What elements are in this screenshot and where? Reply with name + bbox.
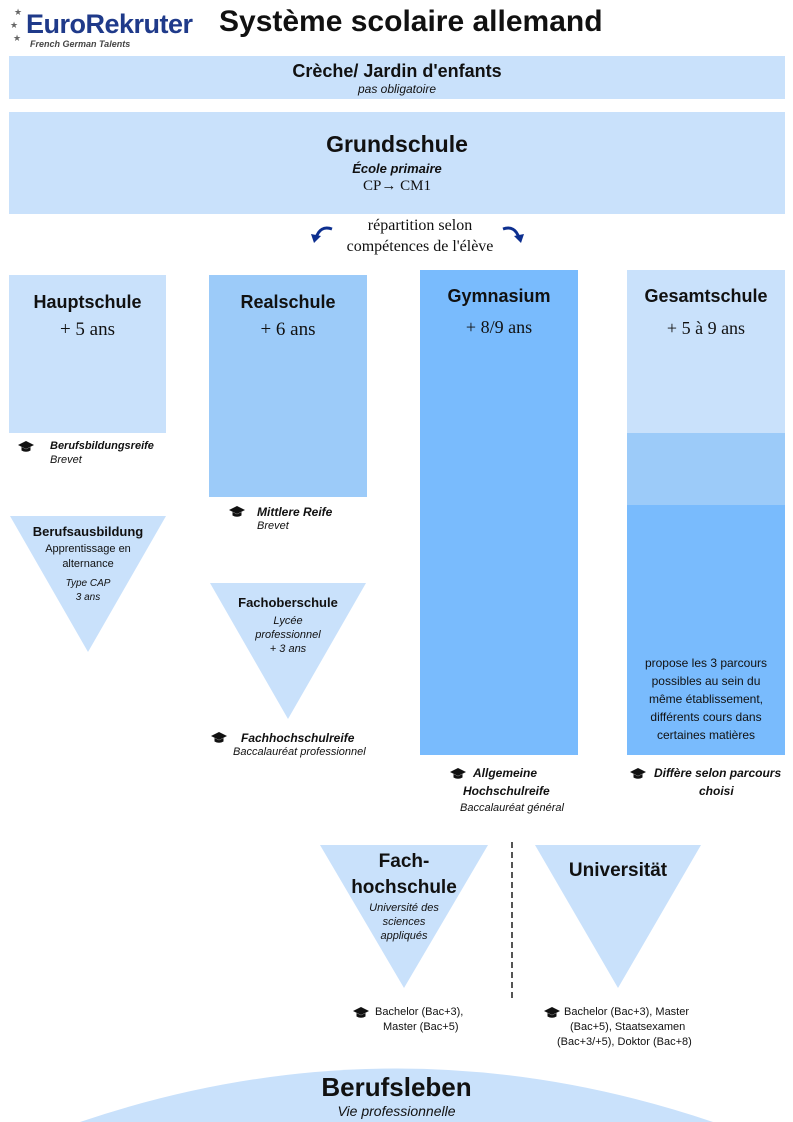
- fachhochschule-diploma-line2: Master (Bac+5): [383, 1021, 459, 1033]
- page-title: Système scolaire allemand: [219, 5, 603, 38]
- creche-box: Crèche/ Jardin d'enfants pas obligatoire: [9, 56, 785, 99]
- graduation-cap-icon: [353, 1007, 369, 1018]
- realschule-diploma: Mittlere Reife Brevet: [229, 505, 332, 532]
- fachoberschule-title: Fachoberschule: [238, 595, 338, 610]
- svg-text:★: ★: [10, 20, 18, 30]
- gesamtschule-desc-line: propose les 3 parcours: [644, 656, 768, 670]
- graduation-cap-icon: [211, 732, 227, 743]
- fachoberschule-triangle: Fachoberschule Lycée professionnel + 3 a…: [210, 583, 366, 719]
- gesamtschule-desc-line: possibles au sein du: [651, 674, 761, 688]
- gymnasium-diploma-fr: Baccalauréat général: [460, 802, 564, 814]
- grundschule-levels: CP→ CM1: [363, 178, 431, 194]
- repartition-line2: compétences de l'élève: [346, 238, 494, 255]
- creche-title: Crèche/ Jardin d'enfants: [292, 61, 502, 81]
- logo-text-rekruter: Rekruter: [85, 9, 194, 39]
- fachhochschule-diploma-line1: Bachelor (Bac+3),: [375, 1006, 464, 1018]
- berufsleben-subtitle: Vie professionnelle: [337, 1103, 456, 1119]
- grundschule-title: Grundschule: [326, 131, 468, 157]
- gesamtschule-duration: + 5 à 9 ans: [666, 318, 746, 338]
- hauptschule-duration: + 5 ans: [59, 319, 116, 340]
- berufsausbildung-note1: Type CAP: [65, 578, 111, 589]
- fachoberschule-line3: + 3 ans: [269, 643, 307, 655]
- grundschule-box: Grundschule École primaire CP→ CM1: [9, 112, 785, 214]
- berufsleben-title: Berufsleben: [321, 1072, 472, 1102]
- fachhochschule-line3: appliqués: [380, 930, 428, 942]
- divider: [511, 842, 513, 998]
- fachhochschule-title-line2: hochschule: [351, 877, 457, 898]
- gymnasium-duration: + 8/9 ans: [465, 317, 533, 337]
- gymnasium-title: Gymnasium: [447, 286, 551, 306]
- gesamtschule-band-mid: [627, 433, 785, 505]
- gesamtschule-diploma-line1: Diffère selon parcours: [654, 766, 782, 780]
- berufsausbildung-triangle: Berufsausbildung Apprentissage en altern…: [10, 516, 166, 652]
- berufsleben-arc: [80, 1068, 713, 1122]
- hauptschule-title: Hauptschule: [33, 292, 142, 312]
- universitaet-triangle: Universität: [535, 845, 701, 988]
- gesamtschule-box: Gesamtschule + 5 à 9 ans propose les 3 p…: [627, 270, 785, 755]
- repartition-text: répartition selon compétences de l'élève: [320, 215, 520, 257]
- universitaet-diploma-line2: (Bac+5), Staatsexamen: [570, 1021, 686, 1033]
- realschule-diploma-name: Mittlere Reife: [257, 505, 333, 519]
- gesamtschule-desc-line: certaines matières: [656, 728, 756, 742]
- graduation-cap-icon: [544, 1007, 560, 1018]
- universitaet-diploma-line1: Bachelor (Bac+3), Master: [564, 1006, 690, 1018]
- berufsausbildung-note2: 3 ans: [75, 592, 101, 603]
- hauptschule-diploma-name: Berufsbildungsreife: [50, 440, 154, 452]
- fachhochschule-line2: sciences: [382, 916, 426, 928]
- svg-text:★: ★: [14, 7, 22, 17]
- fachoberschule-diploma: Fachhochschulreife Baccalauréat professi…: [211, 731, 366, 758]
- fachhochschule-title-line1: Fach-: [378, 851, 430, 872]
- gesamtschule-desc-line: même établissement,: [648, 692, 764, 706]
- fachhochschule-triangle: Fach- hochschule Université des sciences…: [320, 845, 488, 988]
- hauptschule-diploma: Berufsbildungsreife Brevet: [18, 440, 154, 466]
- realschule-diploma-fr: Brevet: [257, 520, 289, 532]
- hauptschule-box: Hauptschule + 5 ans: [9, 275, 166, 433]
- gesamtschule-title: Gesamtschule: [644, 286, 768, 306]
- graduation-cap-icon: [229, 506, 245, 517]
- gesamtschule-diploma-line2: choisi: [699, 784, 734, 798]
- fachoberschule-diploma-name: Fachhochschulreife: [241, 731, 355, 745]
- berufsausbildung-title: Berufsausbildung: [32, 524, 144, 539]
- svg-text:★: ★: [13, 33, 21, 43]
- graduation-cap-icon: [630, 768, 646, 779]
- curved-arrow-icon: [311, 226, 333, 243]
- grundschule-subtitle: École primaire: [352, 161, 442, 176]
- creche-note: pas obligatoire: [357, 82, 437, 96]
- berufsausbildung-line1: Apprentissage en: [45, 543, 131, 555]
- logo-tagline: French German Talents: [30, 39, 131, 49]
- realschule-duration: + 6 ans: [260, 319, 316, 340]
- fachoberschule-line1: Lycée: [273, 615, 303, 627]
- stars-circle-icon: ★ ★ ★: [10, 7, 22, 43]
- logo: ★ ★ ★ EuroRekruter French German Talents: [10, 6, 200, 50]
- gesamtschule-desc-line: différents cours dans: [650, 710, 762, 724]
- fachhochschule-line1: Université des: [369, 902, 439, 914]
- fachoberschule-line2: professionnel: [255, 629, 321, 641]
- gesamtschule-band-strong: [627, 505, 785, 755]
- logo-text-euro: Euro: [26, 9, 86, 39]
- repartition-line1: répartition selon: [367, 217, 473, 234]
- fachoberschule-diploma-fr: Baccalauréat professionnel: [233, 746, 366, 758]
- berufsausbildung-line2: alternance: [62, 558, 114, 570]
- realschule-title: Realschule: [240, 292, 336, 312]
- graduation-cap-icon: [18, 441, 34, 452]
- universitaet-title: Universität: [568, 860, 668, 881]
- curved-arrow-icon: [502, 226, 524, 243]
- gymnasium-diploma-line1: Allgemeine: [473, 766, 538, 780]
- gymnasium-diploma-line2: Hochschulreife: [463, 784, 550, 798]
- universitaet-diploma-line3: (Bac+3/+5), Doktor (Bac+8): [557, 1036, 692, 1048]
- gesamtschule-description: propose les 3 parcours possibles au sein…: [627, 654, 785, 744]
- gymnasium-box: Gymnasium + 8/9 ans: [420, 270, 578, 755]
- realschule-box: Realschule + 6 ans: [209, 275, 367, 497]
- graduation-cap-icon: [450, 768, 466, 779]
- hauptschule-diploma-fr: Brevet: [50, 454, 82, 466]
